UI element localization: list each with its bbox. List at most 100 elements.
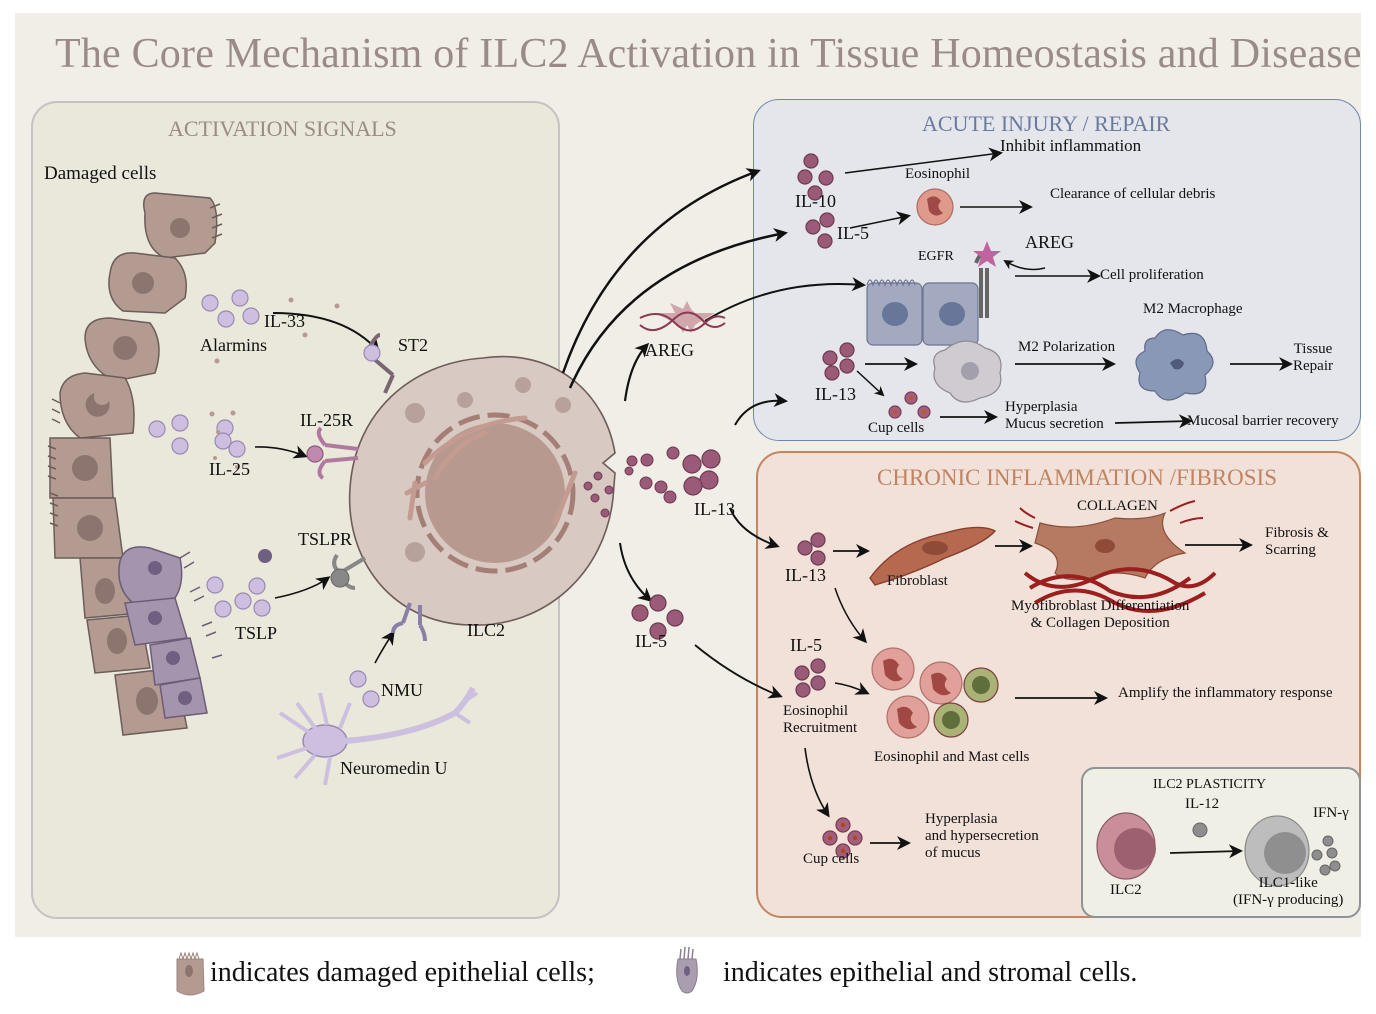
il10-cytokine-cluster [797,153,834,201]
il33-alarmin-particles [201,289,260,328]
ifng-label: IFN-γ [1313,805,1349,821]
areg-star-icon [973,241,1001,267]
arrow-to-cup-cells-chronic [804,747,830,818]
cup-cells-acute-label: Cup cells [868,420,925,436]
myofibroblast-label: Myofibroblast Differentiation & Collagen… [1011,598,1189,632]
il33-label: IL-33 [264,311,305,331]
acute-injury-repair-panel [753,99,1361,441]
epithelial-cells-egfr [866,251,994,346]
areg-dna-icon [639,301,726,333]
ilc2-plasticity-cell-icon [1096,812,1156,880]
eosinophil-recruitment-line2: Recruitment [783,720,858,736]
ifng-particles [1311,835,1341,876]
hypersecretion-line1: Hyperplasia [925,811,998,827]
stromal-cell-icon [149,637,201,686]
m2-macrophage-label: M2 Macrophage [1143,301,1243,317]
damaged-epithelial-cell-icon [84,317,160,382]
ilc1-like-label: ILC1-like (IFN-γ producing) [1233,875,1343,909]
egfr-label: EGFR [918,249,954,264]
legend-damaged-text: indicates damaged epithelial cells; [210,957,595,988]
tissue-repair-line1: Tissue [1293,341,1333,357]
il13-center-label: IL-13 [694,499,735,519]
st2-label: ST2 [398,335,429,355]
il5-cytokine-cluster [631,594,684,640]
il25r-label: IL-25R [300,410,353,430]
arrow-to-cup-cells [856,370,885,397]
il25-particles [148,414,246,458]
tslpr-label: TSLPR [298,529,353,549]
arrow-to-il10 [561,168,761,374]
arrow-areg-to-egfr [1003,259,1046,271]
il10-label: IL-10 [795,191,836,211]
il5-center-label: IL-5 [635,631,667,651]
neuromedin-neuron-icon [276,686,479,786]
arrow-to-il13-acute [734,393,788,426]
il13-chronic-cytokine-cluster [797,532,826,566]
mucus-secretion-line: Mucus secretion [1005,416,1104,432]
hypersecretion-label: Hyperplasia and hypersecretion of mucus [925,811,1039,862]
arrow-mucosal-recovery [1114,414,1193,429]
stromal-cell-icon [124,597,188,646]
collagen-label: COLLAGEN [1077,498,1158,514]
fibroblast-icon [869,526,997,586]
il25r-receptor [306,426,359,480]
arrow-to-il13-chronic [729,507,780,549]
ilc2-label: ILC2 [467,620,505,640]
fibrosis-scarring-label: Fibrosis & Scarring [1265,525,1329,559]
arrow-to-eosinophils-mast [834,681,870,695]
diagram-title: The Core Mechanism of ILC2 Activation in… [55,31,1362,77]
nmu-receptor [391,602,427,642]
secreted-cytokines [624,446,680,504]
nmu-particles [349,670,380,708]
fibrosis-line1: Fibrosis & [1265,525,1329,541]
tslpr-receptor [330,553,367,590]
eosinophils-mast-cells-icon [871,647,999,739]
macrophage-icon [933,340,1002,403]
diagram-canvas: The Core Mechanism of ILC2 Activation in… [15,13,1362,937]
hyperplasia-acute-label: Hyperplasia Mucus secretion [1005,399,1104,433]
arrow-to-areg [623,342,650,402]
arrow-inhibit-inflammation [844,147,1003,174]
fibroblast-label: Fibroblast [887,573,948,589]
il13-cytokine-cluster [682,449,721,496]
myofibroblast-line2: & Collagen Deposition [1030,615,1170,631]
eosinophil-label: Eosinophil [905,166,971,182]
mucosal-barrier-recovery-label: Mucosal barrier recovery [1187,413,1339,429]
amplify-response-label: Amplify the inflammatory response [1118,685,1333,701]
arrow-il13-to-eosinophils [834,587,867,644]
arrow-to-il5-acute [568,228,788,389]
damaged-epithelial-cell-icon [108,252,187,314]
nmu-arrow [374,630,395,664]
damaged-epithelial-cell-icon [143,192,218,259]
damaged-epithelial-cell-icon [49,437,114,499]
damaged-cells-label: Damaged cells [44,163,157,184]
hypersecretion-line3: of mucus [925,845,981,861]
eosinophil-mast-cells-label: Eosinophil and Mast cells [874,749,1030,765]
tslp-dark-particle [258,549,272,563]
st2-receptor [363,333,395,394]
il13-acute-label: IL-13 [815,384,856,404]
m2-macrophage-icon [1135,329,1214,401]
il12-particle [1192,822,1208,838]
il25-label: IL-25 [209,459,250,479]
il13-acute-cytokine-cluster [822,342,855,381]
arrow-to-il5-chronic [694,644,783,699]
activation-signals-header: ACTIVATION SIGNALS [168,116,397,141]
ilc1-like-line1: ILC1-like [1258,875,1318,891]
stromal-cell-icon [676,946,698,994]
il5-chronic-label: IL-5 [790,635,822,655]
il5-chronic-cytokine-cluster [794,658,826,698]
il5-acute-cytokine-cluster [805,212,835,249]
il5-acute-label: IL-5 [837,223,869,243]
tissue-repair-label: Tissue Repair [1293,341,1333,375]
hypersecretion-line2: and hypersecretion [925,828,1039,844]
stromal-cells [118,546,223,719]
ilc2-cell [348,355,616,626]
il12-label: IL-12 [1185,796,1220,812]
nmu-label: NMU [381,680,424,700]
acute-injury-header: ACUTE INJURY / REPAIR [922,111,1171,136]
inhibit-inflammation-label: Inhibit inflammation [1000,136,1142,155]
eosinophil-recruitment-label: Eosinophil Recruitment [783,703,857,737]
damaged-epithelial-cell-icon [176,951,205,996]
tslp-arrow [274,576,331,599]
